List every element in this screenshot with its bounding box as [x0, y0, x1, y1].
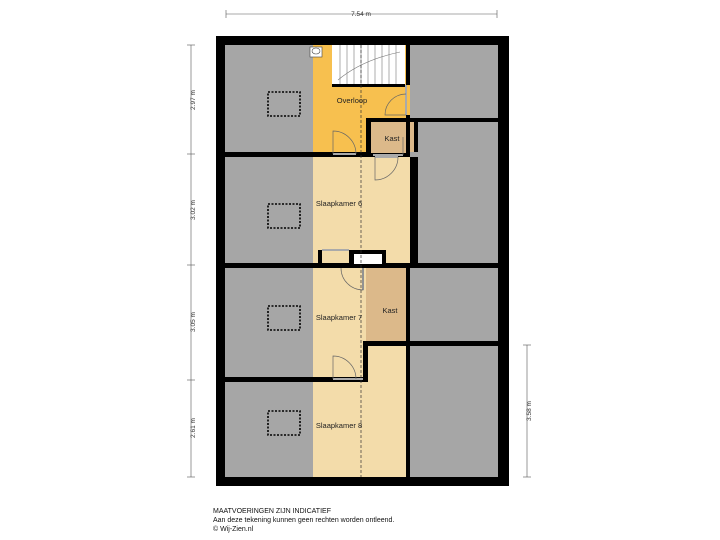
roof-window-icon: [267, 91, 301, 436]
white-niche: [354, 254, 382, 264]
label-kast-2: Kast: [382, 306, 398, 315]
room-slaapkamer-8: [313, 382, 410, 477]
stairs: [337, 45, 401, 84]
dimension-height-right: 3.58 m: [526, 401, 533, 421]
roof-area-right-1: [410, 45, 498, 118]
label-slaapkamer-8: Slaapkamer 8: [316, 421, 362, 430]
dimension-total-width: 7.54 m: [351, 11, 371, 18]
footer-line-3: © Wij-Zien.nl: [213, 526, 254, 533]
dimension-height-2: 3.02 m: [190, 200, 197, 220]
roof-area-left-1: [225, 45, 313, 152]
stairwell: [332, 45, 405, 85]
footer-disclaimer: MAATVOERINGEN ZIJN INDICATIEF Aan deze t…: [213, 507, 394, 534]
dimension-line-left: [187, 44, 195, 478]
dimension-height-4: 2.61 m: [190, 418, 197, 438]
label-overloop: Overloop: [337, 96, 367, 105]
roof-area-left-4: [225, 382, 313, 477]
roof-area-left-2: [225, 157, 313, 263]
roof-area-right-4: [410, 346, 498, 477]
label-slaapkamer-6: Slaapkamer 6: [316, 199, 362, 208]
footer-line-1: MAATVOERINGEN ZIJN INDICATIEF: [213, 508, 331, 515]
doors: [322, 85, 407, 380]
label-kast-1: Kast: [384, 134, 400, 143]
roof-area-right-3: [410, 268, 498, 341]
room-slaapkamer-6: [313, 157, 410, 263]
roof-area-right-2: [418, 122, 498, 263]
label-slaapkamer-7: Slaapkamer 7: [316, 313, 362, 322]
dimension-height-3: 3.05 m: [190, 312, 197, 332]
roof-area-left-3: [225, 268, 313, 377]
footer-line-2: Aan deze tekening kunnen geen rechten wo…: [213, 517, 395, 524]
hall-strip: [366, 346, 410, 382]
room-kast-2: [366, 268, 410, 341]
dimension-line-right: [523, 344, 531, 478]
toilet-icon: [309, 46, 323, 58]
dimension-height-1: 2.97 m: [190, 90, 197, 110]
stair-rail: [332, 84, 405, 87]
dimension-line-top: [225, 10, 498, 18]
